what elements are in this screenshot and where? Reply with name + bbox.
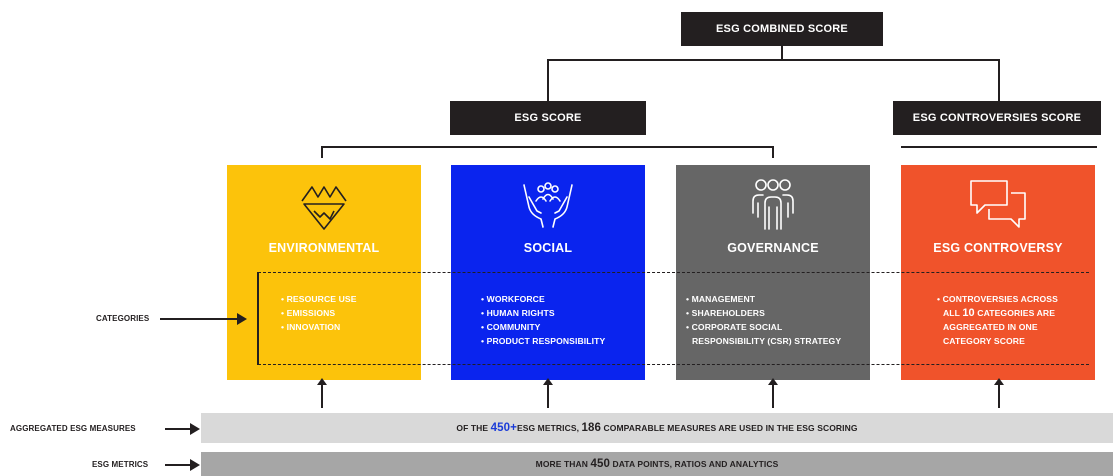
aggregated-label: AGGREGATED ESG MEASURES [10,424,136,433]
metrics-post: DATA POINTS, RATIOS AND ANALYTICS [612,459,779,469]
esg-controversies-score-box: ESG CONTROVERSIES SCORE [893,101,1101,135]
list-item: COMMUNITY [481,320,605,334]
governance-list: MANAGEMENT SHAREHOLDERS CORPORATE SOCIAL… [686,292,841,348]
controversy-line: AGGREGATED IN ONE [943,322,1038,332]
connector-combined-vertical [781,46,783,60]
esg-score-label: ESG SCORE [514,112,582,124]
aggregated-measures-bar: OF THE 450+ ESG METRICS, 186 COMPARABLE … [201,413,1113,443]
people-in-hands-icon [451,177,645,233]
list-item: PRODUCT RESPONSIBILITY [481,334,606,348]
aggregated-num2: 186 [581,422,602,434]
social-title: SOCIAL [523,241,573,255]
connector-to-controversies-score [998,59,1000,101]
list-item: WORKFORCE [481,292,605,306]
controversy-line: CATEGORY SCORE [943,336,1025,346]
arrow-up-environmental [317,378,327,408]
metrics-num: 450 [590,458,610,470]
environmental-list: RESOURCE USE EMISSIONS INNOVATION [281,292,357,334]
governance-title: GOVERNANCE [727,241,819,255]
aggregated-arrow [165,423,200,435]
arrow-up-controversy [994,378,1004,408]
esg-score-box: ESG SCORE [450,101,646,135]
group-of-people-icon [676,177,870,233]
arrow-up-social [543,378,553,408]
aggregated-pre: OF THE [456,423,489,433]
controversy-line: CONTROVERSIES ACROSS [937,292,1058,306]
list-item: HUMAN RIGHTS [481,306,605,320]
bracket-esg-score-left-tick [321,146,323,158]
controversy-text: CONTROVERSIES ACROSS ALL 10 CATEGORIES A… [937,292,1058,348]
arrow-up-governance [768,378,778,408]
categories-dashed-bottom [258,364,1089,365]
list-item: CORPORATE SOCIAL [686,320,841,334]
list-item: EMISSIONS [281,306,357,320]
categories-arrow [160,313,247,325]
list-item: SHAREHOLDERS [686,306,841,320]
bracket-esg-score [321,146,774,148]
metrics-pre: MORE THAN [535,459,589,469]
aggregated-mid: ESG METRICS, [516,423,580,433]
connector-combined-horizontal [547,59,1000,61]
metrics-label: ESG METRICS [92,460,149,469]
mountains-icon [227,177,421,233]
connector-to-esg-score [547,59,549,101]
categories-left-edge [257,272,259,365]
categories-dashed-top [258,272,1089,273]
metrics-arrow [165,459,200,471]
bracket-esg-score-right-tick [772,146,774,158]
list-item: MANAGEMENT [686,292,841,306]
esg-metrics-bar: MORE THAN 450 DATA POINTS, RATIOS AND AN… [201,452,1113,476]
list-item: RESOURCE USE [281,292,357,306]
aggregated-num1: 450+ [490,422,517,434]
categories-label: CATEGORIES [96,314,150,323]
speech-bubbles-icon [901,177,1095,233]
list-item: RESPONSIBILITY (CSR) STRATEGY [692,336,842,346]
social-list: WORKFORCE HUMAN RIGHTS COMMUNITY PRODUCT… [481,292,606,348]
bracket-controversies [901,146,1097,148]
aggregated-post: COMPARABLE MEASURES ARE USED IN THE ESG … [603,423,858,433]
esg-combined-score-label: ESG COMBINED SCORE [716,23,848,35]
environmental-title: ENVIRONMENTAL [268,241,380,255]
list-item: INNOVATION [281,320,357,334]
esg-controversies-score-label: ESG CONTROVERSIES SCORE [912,112,1082,124]
controversy-title: ESG CONTROVERSY [933,241,1063,255]
controversy-line: ALL 10 CATEGORIES ARE [943,307,1056,319]
esg-combined-score-box: ESG COMBINED SCORE [681,12,883,46]
